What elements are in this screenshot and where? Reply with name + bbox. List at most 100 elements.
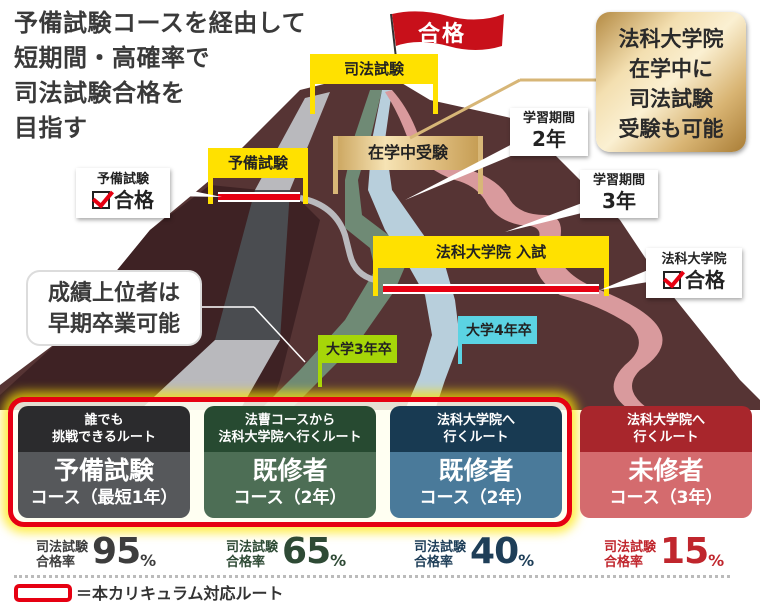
course-yobi-desc: 誰でも 挑戦できるルート [18,406,190,452]
callout-lawschool-big: 合格 [685,268,725,292]
gate-post [303,148,308,204]
course-name: 既修者 [252,456,328,485]
goal-tape [218,192,300,202]
flag-icon [390,11,504,58]
course-name: 未修者 [628,456,704,485]
gate-hoka-nyushi: 法科大学院 入試 [373,236,609,296]
course-duration: コース（2年） [233,488,347,508]
pass-rate-unit: % [708,551,725,570]
gate-post [604,236,609,296]
callout-period-3-small: 学習期間 [592,173,645,188]
flag-grad-3-label: 大学3年卒 [326,342,392,358]
flag-pole [318,335,322,387]
gate-zaigaku-label: 在学中受験 [333,136,483,170]
course-desc-line: 法曹コースから [244,413,336,428]
pass-rate-value: 65 [282,531,331,572]
legend-red-frame-icon [14,584,72,602]
course-yobi: 誰でも 挑戦できるルート 予備試験 コース（最短1年） [18,406,190,518]
course-desc-line: 法科大学院へ [436,413,515,428]
headline-line-4: 目指す [14,114,88,142]
flag-grad-4: 大学4年卒 [458,316,537,344]
course-kishu-title: 既修者 コース（2年） [390,452,562,518]
course-kishu: 法科大学院へ 行くルート 既修者 コース（2年） [390,406,562,518]
gold-note-box: 法科大学院 在学中に 司法試験 受験も可能 [596,12,746,152]
gate-post [310,54,315,114]
callout-yobi-big: 合格 [114,188,154,212]
callout-period-3-big: 3年 [602,189,636,213]
pass-rate-value: 95 [92,531,141,572]
gate-yobi-shiken: 予備試験 [208,148,308,204]
gate-yobi-label: 予備試験 [208,148,308,178]
pass-rate-unit: % [518,551,535,570]
headline-line-3: 司法試験合格を [14,79,186,107]
gate-post [373,236,378,296]
course-kishu-hosou: 法曹コースから 法科大学院へ行くルート 既修者 コース（2年） [204,406,376,518]
divider-dotted [14,575,730,578]
goal-flag: 合格 [388,10,506,58]
course-yobi-title: 予備試験 コース（最短1年） [18,452,190,518]
course-duration: コース（2年） [419,488,533,508]
callout-period-2-big: 2年 [532,127,566,151]
road-yobi-lower [215,190,290,340]
callout-lawschool-pass: 法科大学院 合格 [646,248,742,298]
gate-post [433,54,438,114]
course-kishu-hosou-title: 既修者 コース（2年） [204,452,376,518]
gate-post [333,136,338,194]
pass-rate-label: 司法試験合格率 [226,540,279,570]
flag-grad-3: 大学3年卒 [318,335,397,363]
road-yobi-connector [299,195,376,283]
gate-zaigaku-juken: 在学中受験 [333,136,483,194]
course-desc-line: 行くルート [443,430,509,445]
gold-note-line-3: 司法試験 [629,87,713,111]
checkbox-check-icon [92,191,110,209]
early-grad-line-1: 成績上位者は [47,281,180,306]
course-kishu-hosou-desc: 法曹コースから 法科大学院へ行くルート [204,406,376,452]
course-desc-line: 法科大学院へ行くルート [218,430,362,445]
goal-flag-label: 合格 [418,22,467,47]
flag-pole [458,316,462,364]
course-duration: コース（最短1年） [30,488,178,508]
road-yobi-bottom [140,340,280,410]
early-graduation-note: 成績上位者は 早期卒業可能 [26,270,202,346]
callout-yobi-small: 予備試験 [96,172,149,187]
gate-hoka-label: 法科大学院 入試 [373,236,609,268]
course-mishu-title: 未修者 コース（3年） [580,452,752,518]
course-mishu: 法科大学院へ 行くルート 未修者 コース（3年） [580,406,752,518]
gate-shiho-shiken: 司法試験 [310,54,438,114]
course-duration: コース（3年） [609,488,723,508]
legend-text: ＝本カリキュラム対応ルート [76,584,284,603]
course-kishu-desc: 法科大学院へ 行くルート [390,406,562,452]
goal-tape [383,284,599,294]
pass-rate-value: 40 [470,531,519,572]
callout-period-2: 学習期間 2年 [510,108,588,156]
early-grad-line-2: 早期卒業可能 [47,312,180,337]
headline: 予備試験コースを経由して 短期間・高確率で 司法試験合格を 目指す [14,6,344,146]
gold-note-line-4: 受験も可能 [618,117,724,141]
course-desc-line: 法科大学院へ [626,413,705,428]
flag-grad-4-label: 大学4年卒 [466,323,532,339]
gate-post [208,148,213,204]
course-desc-line: 行くルート [633,430,699,445]
callout-period-3: 学習期間 3年 [580,170,658,218]
pass-rate-label: 司法試験合格率 [36,540,89,570]
gate-shiho-label: 司法試験 [310,54,438,84]
callout-lawschool-small: 法科大学院 [661,252,727,267]
gold-note-line-1: 法科大学院 [618,27,724,51]
pass-rate-label: 司法試験合格率 [414,540,467,570]
callout-yobi-pass: 予備試験 合格 [76,168,170,218]
headline-line-2: 短期間・高確率で [14,44,210,72]
pass-rate-unit: % [140,551,157,570]
course-mishu-desc: 法科大学院へ 行くルート [580,406,752,452]
pass-rate-label: 司法試験合格率 [604,540,657,570]
legend: ＝本カリキュラム対応ルート [14,580,284,604]
pass-rate-value: 15 [660,531,709,572]
road-mishu [385,90,663,410]
course-name: 予備試験 [53,456,154,485]
pass-rate-unit: % [330,551,347,570]
headline-line-1: 予備試験コースを経由して [14,9,307,37]
